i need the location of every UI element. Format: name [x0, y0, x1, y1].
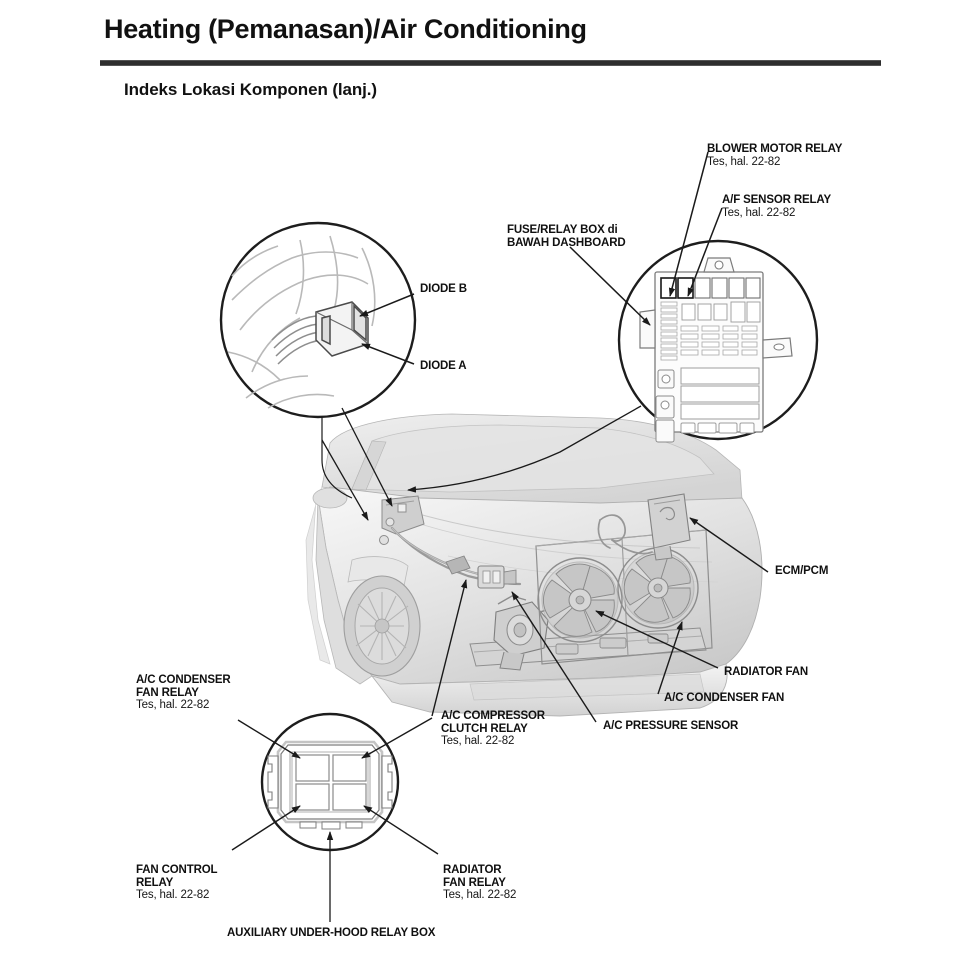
section-title: Indeks Lokasi Komponen (lanj.) [124, 80, 377, 99]
ecm-pcm-part [647, 493, 691, 561]
ac-condenser-fan-relay-ref: Tes, hal. 22-82 [136, 699, 210, 712]
callout-radiator-fan: RADIATOR FAN [724, 666, 808, 679]
ac-compressor-clutch-relay-line1: A/C COMPRESSOR [441, 710, 545, 722]
radiator-fan-relay-line1: RADIATOR [443, 864, 502, 876]
diode-a-label: DIODE A [420, 360, 467, 372]
header-divider [100, 60, 881, 66]
fan-control-relay-line1: FAN CONTROL [136, 864, 218, 876]
callout-diode-a: DIODE A [420, 360, 467, 373]
radiator-fan-relay-ref: Tes, hal. 22-82 [443, 889, 517, 902]
callout-af-sensor-relay: A/F SENSOR RELAY Tes, hal. 22-82 [722, 194, 831, 220]
callout-fan-control-relay: FAN CONTROL RELAY Tes, hal. 22-82 [136, 864, 218, 902]
aux-relay-box-detail-circle [231, 712, 439, 922]
af-sensor-relay-label: A/F SENSOR RELAY [722, 194, 832, 206]
callout-auxiliary-under-hood-relay-box: AUXILIARY UNDER-HOOD RELAY BOX [227, 927, 435, 940]
callout-leader-lines [431, 517, 769, 723]
callout-ac-condenser-fan-relay: A/C CONDENSER FAN RELAY Tes, hal. 22-82 [136, 674, 231, 712]
ac-condenser-fan-relay-line1: A/C CONDENSER [136, 674, 231, 686]
ac-pressure-sensor-label: A/C PRESSURE SENSOR [603, 720, 739, 732]
ac-pressure-sensor-part [477, 565, 517, 589]
ac-condenser-fan-part [617, 547, 699, 629]
callout-blower-motor-relay: BLOWER MOTOR RELAY Tes, hal. 22-82 [707, 143, 842, 169]
radiator-fan-relay-line2: FAN RELAY [443, 876, 506, 889]
callout-diode-b: DIODE B [420, 283, 467, 296]
ac-compressor-clutch-relay-line2: CLUTCH RELAY [441, 722, 528, 735]
ac-compressor-clutch-relay-ref: Tes, hal. 22-82 [441, 735, 515, 748]
fan-control-relay-ref: Tes, hal. 22-82 [136, 889, 210, 902]
af-sensor-relay-ref: Tes, hal. 22-82 [722, 206, 796, 219]
vehicle-illustration [305, 413, 763, 717]
page-title: Heating (Pemanasan)/Air Conditioning [104, 14, 587, 44]
blower-motor-relay-label: BLOWER MOTOR RELAY [707, 143, 843, 155]
callout-ac-compressor-clutch-relay: A/C COMPRESSOR CLUTCH RELAY Tes, hal. 22… [441, 710, 545, 748]
fuse-relay-box-detail-circle [407, 151, 819, 493]
fuse-relay-box-label-line1: FUSE/RELAY BOX di [507, 224, 618, 236]
diode-b-label: DIODE B [420, 283, 467, 295]
callout-ac-pressure-sensor: A/C PRESSURE SENSOR [603, 720, 738, 733]
ac-compressor-part [493, 595, 561, 671]
ac-condenser-fan-relay-line2: FAN RELAY [136, 686, 199, 699]
callout-radiator-fan-relay: RADIATOR FAN RELAY Tes, hal. 22-82 [443, 864, 516, 902]
auxiliary-under-hood-relay-box-label: AUXILIARY UNDER-HOOD RELAY BOX [227, 927, 436, 939]
radiator-fan-part [537, 557, 623, 643]
diode-detail-circle [219, 221, 417, 521]
callout-fuse-relay-box: FUSE/RELAY BOX di BAWAH DASHBOARD [507, 224, 626, 249]
callout-ecm-pcm: ECM/PCM [775, 565, 828, 578]
fuse-relay-box-label-line2: BAWAH DASHBOARD [507, 236, 626, 249]
blower-motor-relay-ref: Tes, hal. 22-82 [707, 155, 781, 168]
callout-ac-condenser-fan: A/C CONDENSER FAN [664, 692, 784, 705]
radiator-fan-label: RADIATOR FAN [724, 666, 809, 678]
ac-condenser-fan-label: A/C CONDENSER FAN [664, 692, 785, 704]
fan-control-relay-line2: RELAY [136, 876, 174, 889]
ecm-pcm-label: ECM/PCM [775, 565, 829, 577]
